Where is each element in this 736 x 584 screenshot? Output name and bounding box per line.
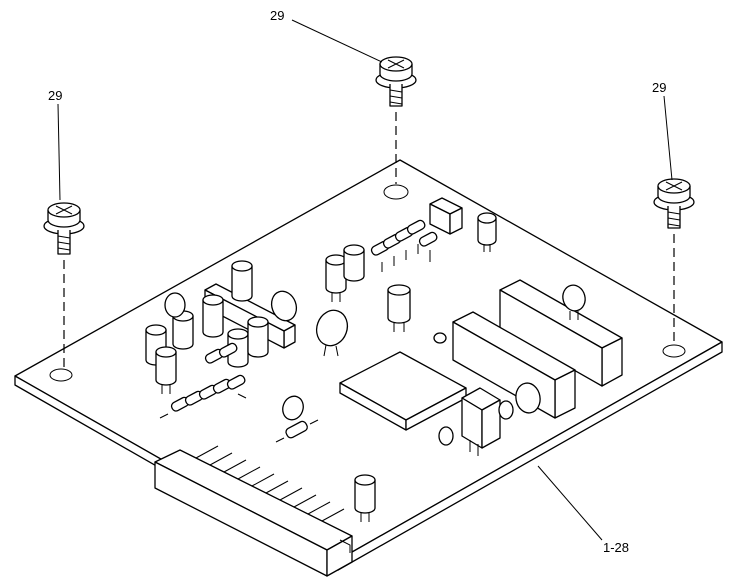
resistor-pair <box>204 342 319 443</box>
screw-center <box>375 56 417 107</box>
resistor-array-left <box>159 374 247 419</box>
relay-block <box>461 387 501 456</box>
mounting-hole-center <box>383 184 409 200</box>
resistor-array-top <box>370 219 438 272</box>
capacitors <box>145 212 497 522</box>
disc-capacitors <box>164 284 586 446</box>
edge-connector <box>154 445 353 577</box>
screw-left <box>43 202 85 255</box>
callout-screw-right: 29 <box>652 80 666 95</box>
assembly-lines <box>63 112 675 368</box>
ic-strip-back <box>499 279 623 387</box>
callout-board: 1-28 <box>603 540 629 555</box>
callout-screw-center: 29 <box>270 8 284 23</box>
mounting-hole-right <box>662 344 686 358</box>
screw-right <box>653 178 695 229</box>
mounting-hole-left <box>49 368 73 382</box>
crystal-block <box>429 197 463 235</box>
leader-lines <box>57 19 673 541</box>
callout-screw-left: 29 <box>48 88 62 103</box>
